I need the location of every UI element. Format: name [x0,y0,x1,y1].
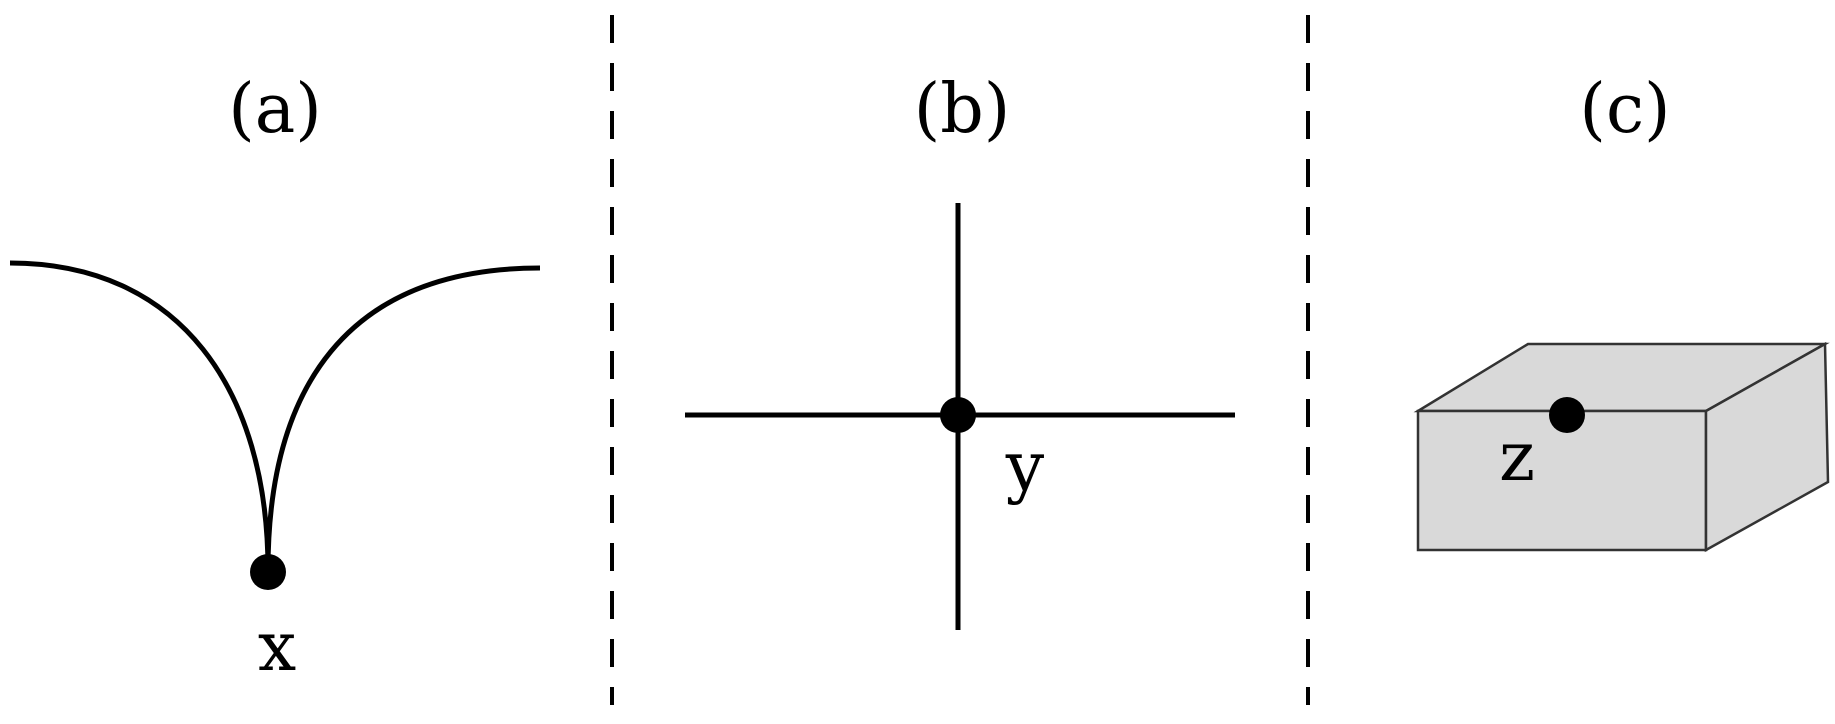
cusp-point [250,554,286,590]
panel-b-label: (b) [914,70,1011,149]
panel-a-label: (a) [228,70,322,149]
panel-c: (c) z [1413,70,1830,553]
crossing-point [940,397,976,433]
point-label-x: x [258,608,296,687]
box-edge-point [1549,397,1585,433]
panel-b: (b) y [685,70,1235,630]
cusp-curve [9,260,541,571]
box-side-face [1704,341,1830,553]
point-label-y: y [1005,428,1045,507]
panel-a: (a) x [9,70,541,687]
point-label-z: z [1499,418,1535,497]
panel-c-label: (c) [1579,70,1670,149]
